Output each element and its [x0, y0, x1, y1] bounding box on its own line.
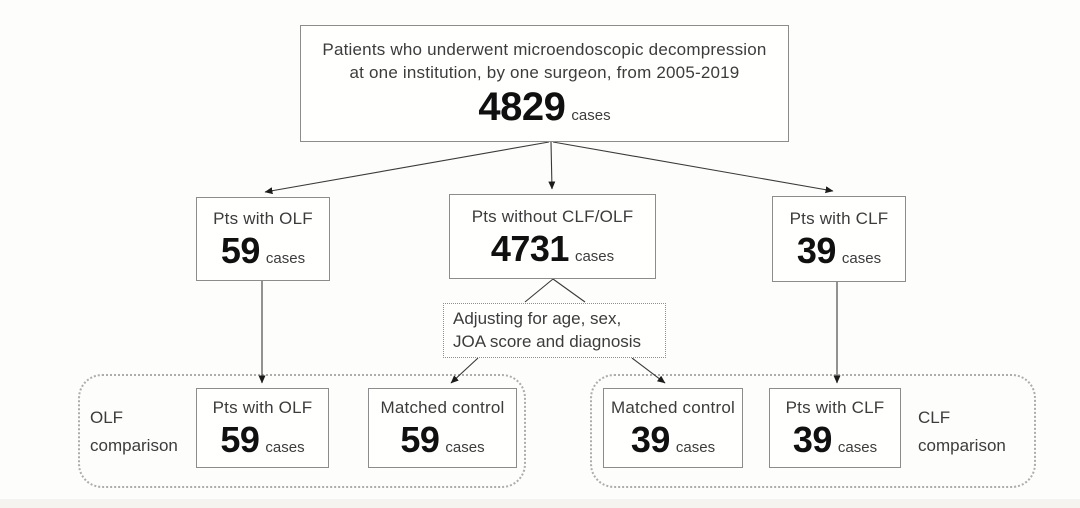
olf-group-pts-unit: cases — [265, 439, 305, 457]
olf-group-pts-box: Pts with OLF 59 cases — [196, 388, 329, 468]
clf-comparison-label-line2: comparison — [918, 436, 1006, 456]
olf-comparison-label-line2: comparison — [90, 436, 178, 456]
branch-mid-count-row: 4731 cases — [490, 227, 615, 269]
branch-mid-unit: cases — [574, 247, 615, 265]
branch-mid-label: Pts without CLF/OLF — [471, 206, 634, 226]
clf-group-pts-count-row: 39 cases — [793, 421, 877, 459]
clf-group-pts-label: Pts with CLF — [785, 398, 885, 418]
clf-group-mc-count-row: 39 cases — [631, 421, 715, 459]
root-count: 4829 — [478, 84, 566, 129]
connector-adjust-to-mc39 — [631, 357, 666, 384]
clf-comparison-group — [590, 374, 1036, 488]
clf-group-mc-unit: cases — [675, 439, 716, 457]
branch-olf-count: 59 — [220, 230, 261, 272]
clf-group-matched-control-box: Matched control 39 cases — [603, 388, 743, 468]
adjusting-box: Adjusting for age, sex, JOA score and di… — [443, 303, 666, 358]
olf-group-pts-count: 59 — [220, 419, 260, 461]
branch-olf-label: Pts with OLF — [213, 209, 313, 229]
clf-comparison-label-line1: CLF — [918, 408, 951, 427]
connector-mid-to-adjust-left — [524, 278, 554, 303]
clf-group-pts-count: 39 — [792, 419, 833, 461]
branch-mid-count: 4731 — [490, 227, 570, 269]
root-line2: at one institution, by one surgeon, from… — [349, 63, 740, 82]
branch-clf-box: Pts with CLF 39 cases — [772, 196, 906, 282]
branch-olf-count-row: 59 cases — [221, 232, 305, 270]
adjusting-line1: Adjusting for age, sex, — [453, 309, 622, 329]
branch-without-clf-olf-box: Pts without CLF/OLF 4731 cases — [449, 194, 656, 279]
branch-olf-unit: cases — [265, 250, 306, 268]
connector-mid-to-adjust-right — [552, 278, 586, 303]
olf-comparison-label: OLF comparison — [90, 404, 178, 460]
clf-group-pts-box: Pts with CLF 39 cases — [769, 388, 901, 468]
root-line1: Patients who underwent microendoscopic d… — [322, 40, 767, 60]
branch-clf-count-row: 39 cases — [797, 232, 881, 270]
clf-comparison-label: CLF comparison — [918, 404, 1006, 460]
bottom-edge-strip — [0, 499, 1080, 508]
root-unit: cases — [571, 106, 611, 124]
root-population-box: Patients who underwent microendoscopic d… — [300, 25, 789, 142]
root-count-row: 4829 cases — [478, 86, 610, 128]
connector-root-to-olf — [264, 141, 550, 195]
olf-group-mc-count-row: 59 cases — [400, 421, 484, 459]
clf-group-pts-unit: cases — [837, 439, 878, 457]
olf-group-mc-count: 59 — [400, 419, 440, 461]
olf-group-pts-count-row: 59 cases — [220, 421, 304, 459]
connector-root-to-clf — [552, 141, 834, 194]
clf-group-mc-count: 39 — [630, 419, 671, 461]
olf-group-mc-label: Matched control — [380, 398, 505, 418]
branch-clf-unit: cases — [841, 250, 882, 268]
connector-root-to-mid — [548, 141, 556, 190]
branch-olf-box: Pts with OLF 59 cases — [196, 197, 330, 281]
olf-comparison-label-line1: OLF — [90, 408, 124, 427]
olf-group-pts-label: Pts with OLF — [212, 398, 313, 418]
branch-clf-label: Pts with CLF — [789, 209, 889, 229]
clf-group-mc-label: Matched control — [611, 398, 735, 418]
olf-group-mc-unit: cases — [445, 439, 485, 457]
connector-adjust-to-mc59 — [450, 357, 479, 384]
olf-comparison-group — [78, 374, 526, 488]
branch-clf-count: 39 — [796, 230, 837, 272]
olf-group-matched-control-box: Matched control 59 cases — [368, 388, 517, 468]
adjusting-line2: JOA score and diagnosis — [453, 331, 642, 351]
